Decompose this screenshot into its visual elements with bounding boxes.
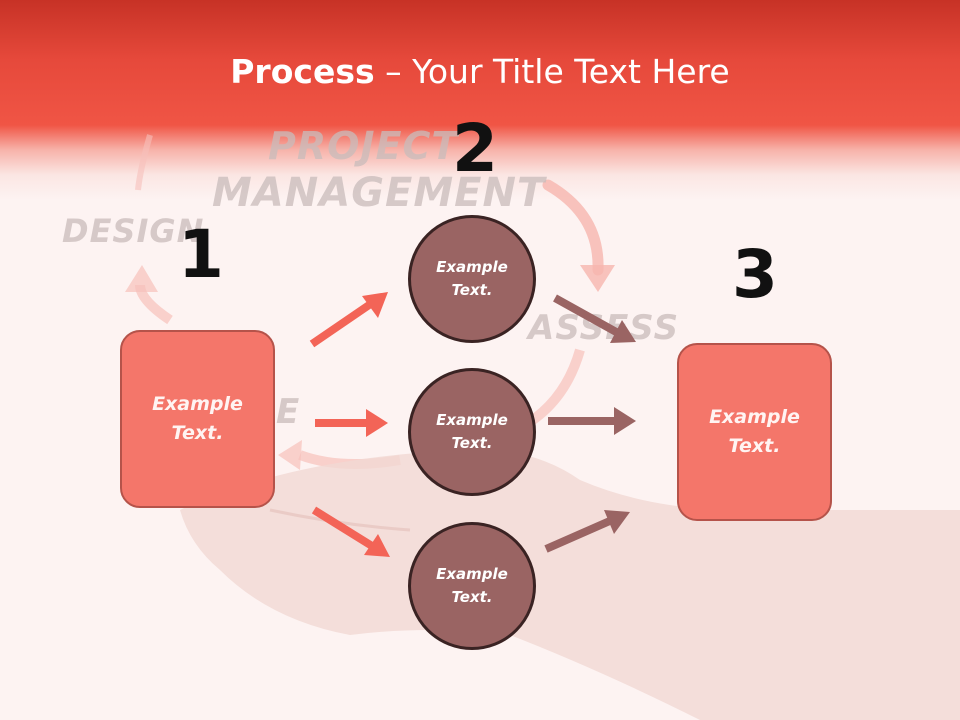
step-3-box-text: Example Text. [709,406,800,457]
step-3-box: Example Text. [677,343,832,521]
step-2-circle-top: Example Text. [408,215,536,343]
arrow-box1-to-circle-bottom [311,506,390,557]
title-bold: Process [230,52,375,91]
bg-word-e: E [276,392,301,432]
step-number-3: 3 [732,236,778,313]
arrow-box1-to-circle-middle [315,409,388,437]
circle-text: Example Text. [436,565,508,606]
circle-text: Example Text. [436,258,508,299]
header-bar [0,0,960,200]
step-2-circle-middle: Example Text. [408,368,536,496]
slide-title: Process – Your Title Text Here [0,52,960,91]
step-number-2: 2 [452,110,498,187]
bg-word-project: PROJECT [268,124,459,168]
title-rest: – Your Title Text Here [374,52,730,91]
arrow-circle-middle-to-box3 [548,407,636,435]
arrow-circle-bottom-to-box3 [544,510,630,553]
step-1-box-text: Example Text. [152,393,243,444]
step-2-circle-bottom: Example Text. [408,522,536,650]
bg-word-design: DESIGN [62,212,205,250]
bg-word-management: MANAGEMENT [212,170,546,216]
step-1-box: Example Text. [120,330,275,508]
arrow-box1-to-circle-top [309,292,388,348]
step-number-1: 1 [178,216,224,293]
circle-text: Example Text. [436,411,508,452]
arrow-circle-top-to-box3 [553,294,636,343]
